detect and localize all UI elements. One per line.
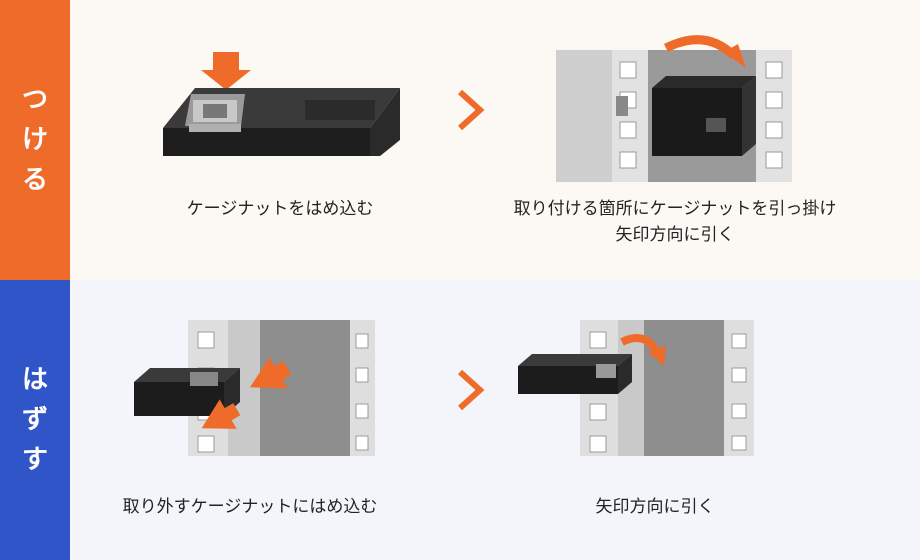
remove-side-char-2: ず [21,405,48,435]
attach-step1-caption: ケージナットをはめ込む [186,199,374,219]
attach-step1-illustration [163,52,400,156]
attach-step2-caption: 取り付ける箇所にケージナットを引っ掛け 矢印方向に引く [470,196,880,248]
attach-side-label: つ け る [0,0,70,280]
remove-step1-illustration [134,320,375,456]
attach-side-char-2: け [21,125,48,155]
attach-step2-caption-line1: 取り付ける箇所にケージナットを引っ掛け [513,199,837,219]
remove-step2-caption: 矢印方向に引く [595,497,715,517]
remove-step1-caption: 取り外すケージナットにはめ込む [122,497,378,517]
remove-step2-illustration [518,320,754,456]
remove-section: は ず す 取り外すケージナットにはめ込む [0,280,920,560]
attach-side-char-3: る [21,165,48,195]
attach-side-char-1: つ [21,85,48,115]
chevron-right-icon [457,369,485,411]
attach-section: つ け る ケージナットをはめ込む [0,0,920,280]
attach-step2-caption-line2: 矢印方向に引く [615,225,735,245]
chevron-right-icon [457,89,485,131]
attach-step2-illustration [556,35,792,182]
remove-side-char-1: は [21,365,48,395]
remove-side-char-3: す [21,445,48,475]
down-arrow-icon [201,52,251,90]
remove-side-label: は ず す [0,280,70,560]
